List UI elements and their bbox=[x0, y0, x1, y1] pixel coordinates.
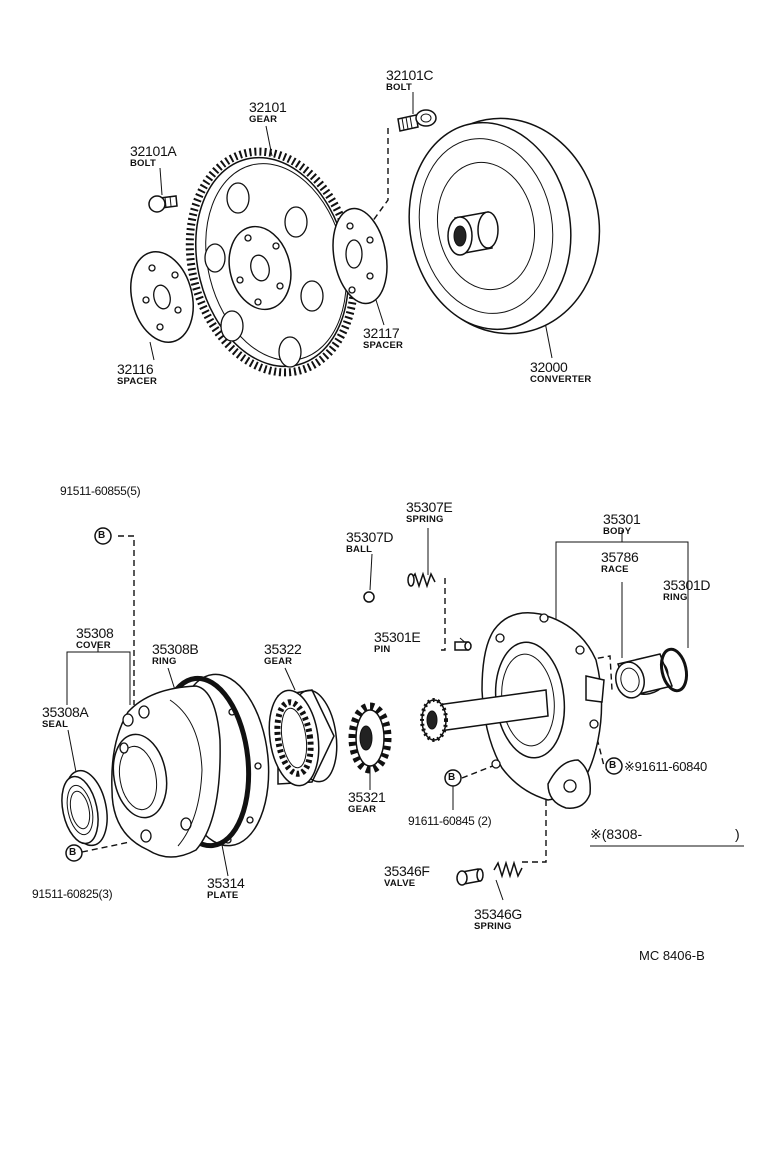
pin-35301e-drawing bbox=[454, 641, 472, 651]
ball-35307d-drawing bbox=[363, 591, 375, 603]
bolt-32101c-drawing bbox=[397, 109, 437, 132]
body-35301-drawing bbox=[420, 612, 605, 809]
part-name: GEAR bbox=[264, 656, 293, 667]
part-number: 35301 bbox=[603, 511, 641, 527]
part-number: 35301D bbox=[663, 577, 711, 593]
spacer-32116-drawing bbox=[130, 251, 194, 343]
label-91611-60840: ※91611-60840 bbox=[624, 760, 707, 773]
valve-35346f-drawing bbox=[456, 868, 484, 886]
part-name: CONVERTER bbox=[530, 374, 592, 385]
part-number: 35301E bbox=[374, 629, 421, 645]
part-number: 32116 bbox=[117, 361, 154, 377]
part-name: VALVE bbox=[384, 878, 416, 889]
part-name: GEAR bbox=[348, 804, 377, 815]
part-number: 91511-60855(5) bbox=[60, 484, 141, 498]
part-name: PIN bbox=[374, 644, 391, 655]
part-name: BOLT bbox=[130, 158, 156, 169]
part-number: 32117 bbox=[363, 325, 400, 341]
part-number: 35307D bbox=[346, 529, 394, 545]
label-35301: 35301 BODY bbox=[603, 511, 641, 537]
part-name: GEAR bbox=[249, 114, 278, 125]
part-number: 35321 bbox=[348, 789, 386, 805]
part-number: 35308A bbox=[42, 704, 89, 720]
part-name: BOLT bbox=[386, 82, 412, 93]
part-number: 35307E bbox=[406, 499, 453, 515]
part-number: 35314 bbox=[207, 875, 245, 891]
label-35301e: 35301E PIN bbox=[374, 629, 421, 655]
part-number: 35308B bbox=[152, 641, 199, 657]
part-number: 91611-60845 (2) bbox=[408, 814, 492, 828]
part-number: ※91611-60840 bbox=[624, 759, 707, 774]
label-32116: 32116 SPACER bbox=[117, 362, 157, 387]
race-35786-drawing bbox=[615, 653, 674, 699]
label-35308: 35308 COVER bbox=[76, 625, 114, 651]
part-name: COVER bbox=[76, 640, 111, 651]
cover-35308-drawing bbox=[111, 673, 270, 858]
b-marker: B bbox=[69, 847, 77, 858]
spring-35346g-drawing bbox=[493, 860, 523, 879]
converter-32000-drawing bbox=[408, 117, 601, 335]
part-name: SPACER bbox=[117, 376, 158, 387]
production-date-close: ) bbox=[735, 826, 740, 842]
label-32101a: 32101A BOLT bbox=[130, 143, 177, 169]
part-name: SEAL bbox=[42, 719, 69, 730]
label-35786: 35786 RACE bbox=[601, 549, 639, 575]
part-name: RING bbox=[663, 592, 688, 603]
drawing-code: MC 8406-B bbox=[639, 948, 705, 963]
label-32101c: 32101C BOLT bbox=[386, 67, 434, 93]
label-32101: 32101 GEAR bbox=[249, 99, 287, 125]
ring-35301d-drawing bbox=[659, 647, 689, 693]
part-name: RACE bbox=[601, 564, 629, 575]
part-number: 32101A bbox=[130, 143, 177, 159]
label-35307e: 35307E SPRING bbox=[406, 499, 453, 525]
part-number: 35322 bbox=[264, 641, 302, 657]
part-name: BALL bbox=[346, 544, 373, 555]
part-number: 35786 bbox=[601, 549, 639, 565]
part-number: 35308 bbox=[76, 625, 114, 641]
label-91611-60845: 91611-60845 (2) bbox=[408, 814, 492, 828]
label-32000: 32000 CONVERTER bbox=[530, 360, 591, 385]
label-91511-60825: 91511-60825(3) bbox=[32, 887, 113, 901]
gear-35322-drawing bbox=[268, 689, 338, 787]
b-marker-circles bbox=[65, 527, 623, 862]
production-date-note: ※(8308- bbox=[590, 826, 643, 842]
label-35307d: 35307D BALL bbox=[346, 529, 394, 555]
spring-35307e-drawing bbox=[407, 571, 436, 589]
label-35308b: 35308B RING bbox=[152, 641, 199, 667]
label-35346f: 35346F VALVE bbox=[384, 864, 430, 889]
top-leader-lines bbox=[149, 92, 553, 361]
part-name: SPACER bbox=[363, 340, 404, 351]
part-number: 91511-60825(3) bbox=[32, 887, 113, 901]
b-marker: B bbox=[448, 772, 456, 783]
part-number: 32101C bbox=[386, 67, 434, 83]
b-marker: B bbox=[609, 760, 617, 771]
part-number: 32101 bbox=[249, 99, 287, 115]
part-name: BODY bbox=[603, 526, 632, 537]
label-32117: 32117 SPACER bbox=[363, 326, 403, 351]
part-name: SPRING bbox=[406, 514, 444, 525]
part-name: SPRING bbox=[474, 921, 512, 932]
spacer-32117-drawing bbox=[332, 207, 388, 305]
label-35301d: 35301D RING bbox=[663, 577, 711, 603]
part-number: 35346F bbox=[384, 863, 430, 879]
label-35346g: 35346G SPRING bbox=[474, 907, 522, 932]
label-35322: 35322 GEAR bbox=[264, 641, 302, 667]
gear-35321-drawing bbox=[348, 702, 392, 774]
label-35308a: 35308A SEAL bbox=[42, 704, 89, 730]
part-number: 35346G bbox=[474, 906, 523, 922]
bolt-32101a-drawing bbox=[148, 195, 178, 213]
seal-35308a-drawing bbox=[61, 769, 108, 847]
part-name: RING bbox=[152, 656, 177, 667]
label-35321: 35321 GEAR bbox=[348, 789, 386, 815]
part-number: 32000 bbox=[530, 359, 568, 375]
label-91511-60855: 91511-60855(5) bbox=[60, 484, 141, 498]
part-name: PLATE bbox=[207, 890, 239, 901]
label-35314: 35314 PLATE bbox=[207, 875, 245, 901]
gear-32101-drawing bbox=[185, 147, 359, 377]
b-marker: B bbox=[98, 530, 106, 541]
